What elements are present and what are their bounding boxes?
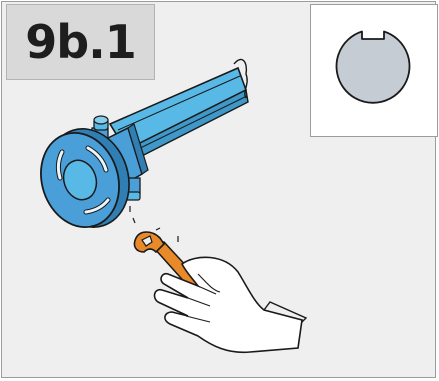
step-badge: 9b.1 <box>6 4 155 80</box>
shaft-profile-with-keyway-icon <box>311 5 437 136</box>
detail-inset <box>310 4 438 137</box>
step-number: 9b.1 <box>25 15 135 69</box>
